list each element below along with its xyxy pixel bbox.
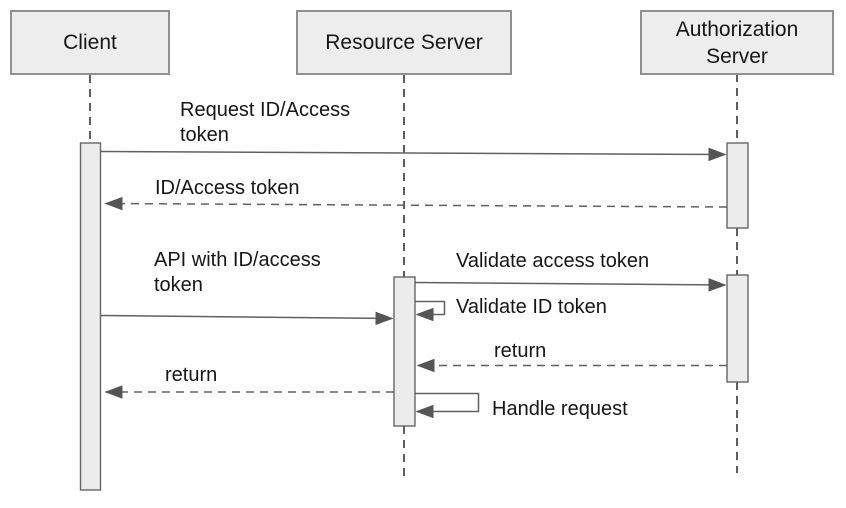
message-label-return-to-client: return (165, 364, 218, 386)
actor-box-resource-server: Resource Server (296, 10, 512, 75)
activation-bar-authorization-server-2 (726, 274, 749, 383)
activation-bar-resource-server (393, 276, 416, 427)
message-label-id-access-token: ID/Access token (155, 177, 300, 199)
message-arrow-api-with-id-access-token (100, 311, 394, 326)
message-label-return-to-resource-server: return (494, 340, 547, 362)
actor-box-client: Client (10, 10, 170, 75)
self-message-loop-validate-id-token (415, 300, 446, 322)
activation-bar-client (79, 142, 102, 491)
message-label-validate-access-token: Validate access token (456, 250, 650, 272)
message-arrow-request-id-access-token (100, 147, 727, 162)
actor-box-authorization-server: Authorization Server (640, 10, 834, 75)
message-label-validate-id-token: Validate ID token (456, 296, 607, 318)
actor-label-client: Client (63, 31, 117, 54)
message-label-api-with-id-access-token: API with ID/access token (154, 249, 321, 296)
actor-label-resource-server: Resource Server (325, 31, 483, 54)
actor-label-authorization-server: Authorization Server (675, 17, 799, 68)
message-arrow-validate-access-token (414, 278, 727, 292)
message-arrow-id-access-token-return (104, 196, 728, 211)
self-message-loop-handle-request (414, 392, 480, 419)
message-label-request-id-access-token: Request ID/Access token (180, 99, 351, 146)
message-label-handle-request: Handle request (492, 398, 628, 420)
activation-bar-authorization-server-1 (726, 142, 749, 229)
